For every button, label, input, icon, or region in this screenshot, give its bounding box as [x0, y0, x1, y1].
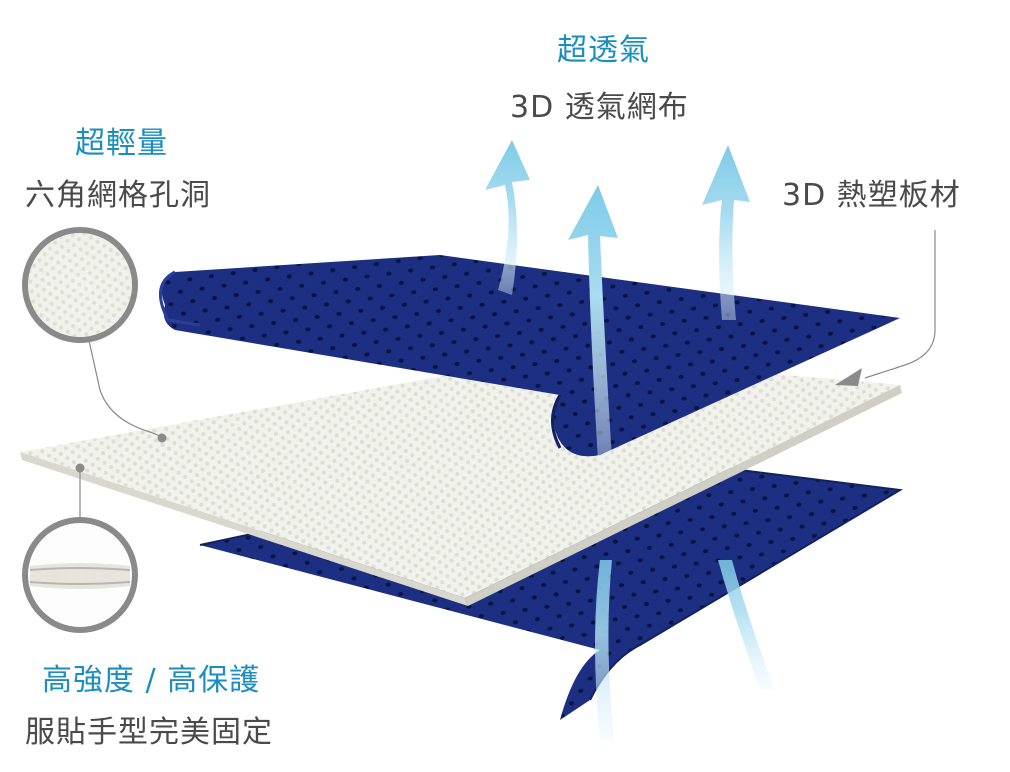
- airflow-arrow-icon: [718, 560, 775, 690]
- magnifier-circle-icon: [22, 227, 138, 343]
- strength-subtitle: 服貼手型完美固定: [25, 715, 273, 750]
- airflow-arrow-icon: [595, 560, 614, 740]
- airflow-arrow-icon: [702, 145, 750, 320]
- leader-lines: [79, 230, 936, 520]
- thermo-board-label: 3D 熱塑板材: [782, 178, 961, 213]
- strength-title: 高強度 / 高保護: [42, 663, 261, 698]
- top-mesh-layer: [159, 255, 900, 457]
- pointer-arrow-icon: [835, 368, 862, 386]
- lightweight-subtitle: 六角網格孔洞: [25, 178, 211, 213]
- breathable-subtitle: 3D 透氣網布: [510, 90, 689, 125]
- airflow-arrow-icon: [485, 140, 530, 295]
- lightweight-title: 超輕量: [75, 126, 168, 161]
- breathable-title: 超透氣: [557, 33, 650, 68]
- airflow-arrow-icon: [568, 185, 618, 460]
- airflow-arrows: [485, 140, 775, 740]
- magnifier-circle-icon: [22, 517, 138, 633]
